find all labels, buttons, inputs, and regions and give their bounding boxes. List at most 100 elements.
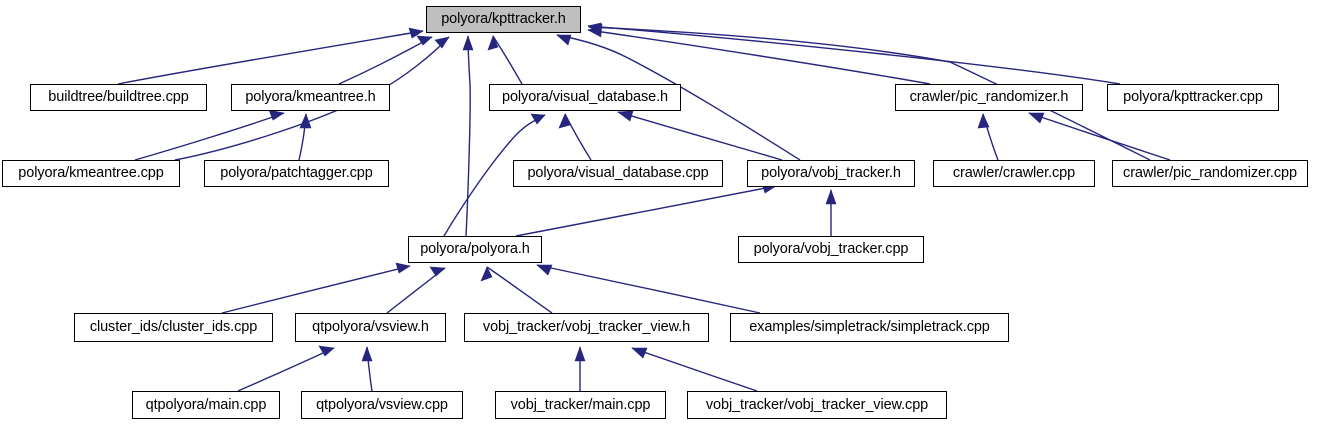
graph-node-label: examples/simpletrack/simpletrack.cpp — [749, 319, 990, 336]
edge-line — [564, 113, 592, 161]
graph-node-vsview_cpp[interactable]: qtpolyora/vsview.cpp — [301, 391, 463, 419]
edge-line — [465, 35, 471, 237]
edge-kpttracker_cpp-to-kpttracker_h — [587, 22, 1121, 85]
edge-vobj_tracker_view_cpp-to-vobj_tracker_view_h — [631, 347, 758, 392]
graph-node-kmeantree_cpp[interactable]: polyora/kmeantree.cpp — [2, 160, 180, 187]
graph-node-vobj_tracker_view_h[interactable]: vobj_tracker/vobj_tracker_view.h — [464, 313, 709, 342]
arrowhead-icon — [574, 346, 586, 362]
graph-node-label: polyora/visual_database.h — [502, 89, 668, 106]
edge-line — [1028, 112, 1171, 161]
edge-line — [237, 347, 335, 392]
graph-node-label: qtpolyora/vsview.cpp — [316, 396, 448, 413]
graph-node-label: polyora/visual_database.cpp — [527, 165, 709, 182]
arrowhead-icon — [480, 266, 493, 282]
edge-line — [587, 29, 931, 85]
edge-vsview_cpp-to-vsview_h — [361, 346, 373, 392]
edge-vobj_tracker_cpp-to-vobj_tracker_h — [825, 189, 837, 236]
arrowhead-icon — [1028, 112, 1045, 124]
arrowhead-icon — [408, 27, 424, 39]
edge-kmeantree_h-to-kpttracker_h — [338, 35, 433, 85]
graph-node-label: qtpolyora/vsview.h — [312, 319, 429, 336]
graph-node-kpttracker_cpp[interactable]: polyora/kpttracker.cpp — [1107, 84, 1279, 111]
edge-visual_database_h-to-kpttracker_h — [487, 35, 523, 85]
edge-visual_database_cpp-to-visual_database_h — [558, 113, 592, 161]
arrowhead-icon — [536, 264, 553, 276]
graph-node-label: vobj_tracker/main.cpp — [510, 396, 651, 413]
graph-node-label: crawler/pic_randomizer.h — [909, 89, 1069, 106]
graph-node-vobj_tracker_view_cpp[interactable]: vobj_tracker/vobj_tracker_view.cpp — [687, 391, 947, 419]
edge-line — [536, 264, 761, 314]
arrowhead-icon — [361, 346, 373, 362]
graph-node-label: polyora/polyora.h — [420, 241, 530, 258]
graph-node-label: crawler/crawler.cpp — [952, 165, 1076, 182]
edge-vobj_tracker_view_h-to-polyora_h — [480, 266, 553, 314]
arrowhead-icon — [558, 113, 571, 129]
graph-node-vsview_h[interactable]: qtpolyora/vsview.h — [295, 313, 446, 342]
arrowhead-icon — [429, 266, 446, 277]
graph-node-buildtree_cpp[interactable]: buildtree/buildtree.cpp — [30, 84, 207, 111]
graph-node-label: polyora/patchtagger.cpp — [220, 165, 373, 182]
edge-pic_randomizer_h-to-kpttracker_h — [587, 26, 931, 85]
edge-crawler_cpp-to-pic_randomizer_h — [977, 113, 999, 161]
edge-polyora_h-to-visual_database_h — [443, 113, 546, 237]
graph-node-label: vobj_tracker/vobj_tracker_view.cpp — [705, 396, 929, 413]
edge-vobj_tracker_h-to-visual_database_h — [617, 110, 783, 161]
arrowhead-icon — [299, 113, 312, 129]
arrowhead-icon — [556, 34, 572, 46]
edge-line — [117, 30, 424, 85]
arrowhead-icon — [631, 347, 648, 359]
graph-node-vobj_tracker_main_cpp[interactable]: vobj_tracker/main.cpp — [495, 391, 666, 419]
edge-line — [443, 114, 546, 237]
arrowhead-icon — [416, 35, 433, 46]
edge-line — [515, 185, 777, 237]
graph-node-polyora_h[interactable]: polyora/polyora.h — [408, 236, 542, 263]
edge-patchtagger_cpp-to-kmeantree_h — [298, 113, 312, 161]
arrowhead-icon — [487, 35, 499, 51]
edge-line — [631, 347, 758, 392]
graph-node-vobj_tracker_h[interactable]: polyora/vobj_tracker.h — [747, 160, 915, 187]
graph-node-pic_randomizer_cpp[interactable]: crawler/pic_randomizer.cpp — [1112, 160, 1308, 187]
graph-node-label: crawler/pic_randomizer.cpp — [1123, 165, 1297, 182]
arrowhead-icon — [318, 345, 335, 357]
graph-node-label: polyora/vobj_tracker.h — [761, 165, 901, 182]
graph-node-crawler_cpp[interactable]: crawler/crawler.cpp — [933, 160, 1095, 187]
edge-buildtree_cpp-to-kpttracker_h — [117, 27, 424, 85]
graph-node-vobj_tracker_cpp[interactable]: polyora/vobj_tracker.cpp — [738, 236, 924, 263]
graph-node-pic_randomizer_h[interactable]: crawler/pic_randomizer.h — [895, 84, 1083, 111]
graph-node-label: polyora/kpttracker.cpp — [1123, 89, 1263, 106]
graph-node-label: buildtree/buildtree.cpp — [48, 89, 189, 106]
edge-polyora_h-to-vobj_tracker_h — [515, 182, 777, 237]
edge-polyora_h-to-kpttracker_h — [462, 35, 474, 237]
graph-node-kpttracker_h[interactable]: polyora/kpttracker.h — [426, 6, 581, 33]
arrowhead-icon — [825, 189, 837, 205]
arrowhead-icon — [617, 110, 634, 122]
edge-line — [221, 265, 411, 314]
graph-node-kmeantree_h[interactable]: polyora/kmeantree.h — [231, 84, 390, 111]
graph-node-label: polyora/vobj_tracker.cpp — [753, 241, 909, 258]
graph-node-visual_database_cpp[interactable]: polyora/visual_database.cpp — [513, 160, 723, 187]
graph-node-label: polyora/kmeantree.cpp — [18, 165, 164, 182]
edge-cluster_ids_cpp-to-polyora_h — [221, 262, 411, 314]
arrowhead-icon — [434, 36, 450, 49]
edge-line — [338, 36, 433, 85]
graph-node-simpletrack_cpp[interactable]: examples/simpletrack/simpletrack.cpp — [730, 313, 1009, 342]
arrowhead-icon — [395, 262, 411, 274]
edge-line — [134, 112, 285, 161]
graph-node-label: qtpolyora/main.cpp — [145, 396, 267, 413]
graph-node-patchtagger_cpp[interactable]: polyora/patchtagger.cpp — [204, 160, 389, 187]
edge-line — [492, 35, 523, 85]
arrowhead-icon — [530, 113, 546, 125]
arrowhead-icon — [268, 109, 285, 121]
graph-node-visual_database_h[interactable]: polyora/visual_database.h — [489, 84, 681, 111]
edge-kmeantree_cpp-to-kmeantree_h — [134, 109, 285, 161]
graph-node-cluster_ids_cpp[interactable]: cluster_ids/cluster_ids.cpp — [74, 313, 273, 342]
graph-node-label: polyora/kmeantree.h — [245, 89, 376, 106]
edge-vobj_tracker_main_cpp-to-vobj_tracker_view_h — [574, 346, 586, 391]
graph-node-label: cluster_ids/cluster_ids.cpp — [89, 319, 258, 336]
arrowhead-icon — [462, 35, 474, 51]
edge-line — [587, 25, 1121, 85]
edge-line — [617, 111, 783, 161]
graph-node-qtpolyora_main_cpp[interactable]: qtpolyora/main.cpp — [132, 391, 280, 419]
